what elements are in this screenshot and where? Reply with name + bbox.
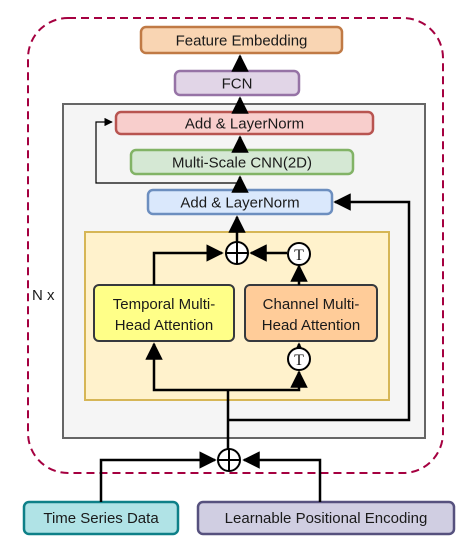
transpose-symbol-output: T	[294, 247, 304, 264]
split-to-channel-transpose	[228, 370, 308, 392]
positional-arrow	[242, 451, 322, 502]
add-layernorm-bottom-label: Add & LayerNorm	[180, 195, 299, 212]
multiscale-cnn-box: Multi-Scale CNN(2D)	[129, 148, 355, 176]
add-layernorm-top-box: Add & LayerNorm	[114, 110, 375, 136]
add-layernorm-top-label: Add & LayerNorm	[185, 116, 304, 133]
temporal-attention-line1: Temporal Multi-	[113, 296, 216, 313]
temporal-attention-box: Temporal Multi- Head Attention	[93, 284, 235, 342]
channel-attention-line2: Head Attention	[262, 317, 360, 334]
repeat-label: N x	[32, 287, 55, 304]
transpose-circle-input: T	[287, 347, 311, 371]
split-to-temporal	[145, 342, 228, 392]
transpose-circle-output: T	[287, 242, 311, 266]
add-circle-inputs	[217, 448, 241, 472]
residual-skip-cnn	[95, 117, 240, 184]
transpose-symbol-input: T	[294, 352, 304, 369]
channel-attention-box: Channel Multi- Head Attention	[244, 284, 378, 342]
add-circle-attention	[225, 241, 249, 265]
fcn-box: FCN	[173, 69, 301, 97]
feature-embedding-label: Feature Embedding	[176, 33, 308, 50]
time-series-box: Time Series Data	[22, 500, 180, 536]
temporal-to-plus	[152, 244, 224, 285]
feature-embedding-box: Feature Embedding	[139, 25, 344, 55]
temporal-attention-line2: Head Attention	[115, 317, 213, 334]
repeat-boundary	[27, 17, 444, 474]
multiscale-cnn-label: Multi-Scale CNN(2D)	[172, 155, 312, 172]
positional-encoding-box: Learnable Positional Encoding	[196, 500, 456, 536]
residual-to-bottom-norm	[228, 193, 411, 422]
time-series-arrow	[99, 451, 217, 502]
time-series-label: Time Series Data	[43, 510, 159, 527]
channel-attention-line1: Channel Multi-	[263, 296, 360, 313]
fcn-label: FCN	[222, 76, 253, 93]
positional-encoding-label: Learnable Positional Encoding	[225, 510, 428, 527]
add-layernorm-bottom-box: Add & LayerNorm	[146, 188, 334, 216]
